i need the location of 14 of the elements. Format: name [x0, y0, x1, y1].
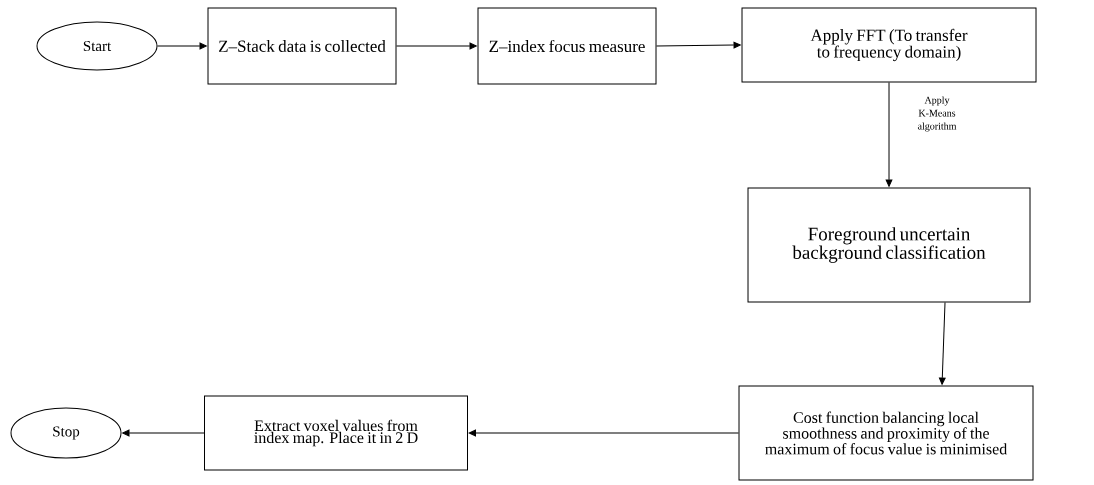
edge-label: Apply K-Means algorithm [905, 95, 969, 133]
process-box: Extract voxel values from index map. Place it in 2 D [204, 395, 468, 471]
arrow [157, 42, 207, 50]
process-box: Cost function balancing local smoothness and proximity of the maximum of focus value is minimised [738, 385, 1034, 481]
process-box: Foreground uncertain background classification [747, 187, 1031, 303]
arrow [885, 82, 893, 187]
process-box: Z–index focus measure [477, 7, 657, 85]
arrow [396, 42, 477, 50]
arrow [938, 302, 946, 385]
arrow [656, 41, 741, 49]
process-box: Apply FFT (To transfer to frequency domain) [741, 7, 1037, 83]
arrow [468, 429, 739, 437]
process-box: Z–Stack data is collected [207, 7, 397, 85]
arrow [122, 429, 205, 437]
